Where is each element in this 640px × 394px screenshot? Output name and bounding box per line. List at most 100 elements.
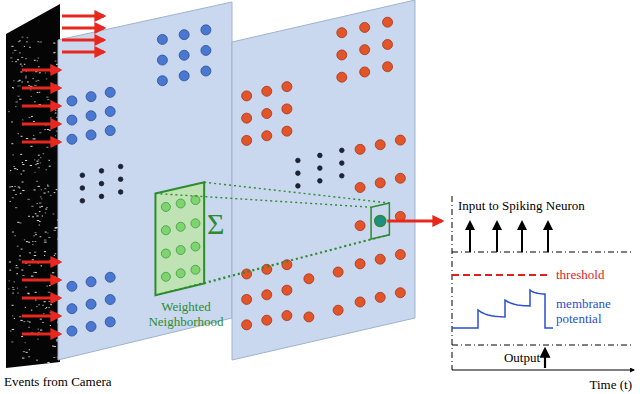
neuron-output-arrow bbox=[387, 220, 442, 223]
event-pixel bbox=[37, 220, 39, 221]
input-pixel bbox=[86, 130, 96, 140]
input-pixel bbox=[67, 134, 77, 144]
neuron bbox=[355, 259, 365, 269]
event-pixel bbox=[52, 272, 54, 273]
event-pixel bbox=[52, 346, 54, 347]
neuron bbox=[395, 288, 405, 298]
event-pixel bbox=[46, 147, 48, 148]
inactive-neuron bbox=[318, 166, 323, 171]
event-pixel bbox=[31, 310, 32, 311]
event-pixel bbox=[25, 307, 26, 308]
event-pixel bbox=[19, 80, 21, 81]
neuron bbox=[282, 285, 292, 295]
inactive-pixel-group bbox=[80, 164, 123, 203]
event-pixel bbox=[17, 267, 18, 268]
event-pixel bbox=[11, 341, 13, 342]
neuron bbox=[242, 294, 252, 304]
event-arrow bbox=[22, 333, 60, 336]
event-pixel bbox=[19, 85, 20, 86]
event-pixel bbox=[10, 57, 12, 58]
event-pixel bbox=[26, 42, 27, 43]
event-pixel bbox=[11, 121, 13, 122]
event-pixel bbox=[32, 216, 34, 217]
neighborhood-pixel bbox=[191, 265, 200, 274]
input-pixel-group bbox=[67, 87, 115, 144]
neuron bbox=[242, 113, 252, 123]
event-pixel bbox=[36, 215, 38, 216]
input-pixel bbox=[105, 317, 115, 327]
event-pixel bbox=[9, 261, 11, 262]
inactive-neuron bbox=[340, 148, 345, 153]
event-pixel bbox=[37, 161, 39, 162]
input-pixel bbox=[157, 55, 167, 65]
event-pixel bbox=[12, 305, 14, 306]
event-pixel bbox=[55, 85, 57, 86]
event-pixel bbox=[37, 60, 38, 61]
event-pixel bbox=[22, 269, 24, 270]
event-pixel bbox=[15, 61, 17, 62]
event-pixel bbox=[40, 157, 41, 158]
event-pixel bbox=[31, 96, 32, 97]
event-pixel bbox=[47, 233, 48, 234]
neuron bbox=[375, 254, 385, 264]
event-pixel bbox=[22, 190, 24, 191]
input-pixel bbox=[157, 34, 167, 44]
weighted-neighborhood bbox=[155, 182, 204, 295]
event-pixel bbox=[16, 273, 18, 274]
neuron-layer-plane bbox=[232, 0, 415, 360]
event-pixel bbox=[14, 50, 16, 51]
input-pixel bbox=[105, 272, 115, 282]
neighborhood-pixel bbox=[191, 196, 200, 205]
event-pixel bbox=[13, 80, 14, 81]
event-pixel bbox=[30, 253, 31, 254]
event-pixel bbox=[9, 270, 11, 271]
inactive-neuron bbox=[340, 161, 345, 166]
event-pixel bbox=[18, 41, 20, 42]
event-pixel bbox=[23, 351, 25, 352]
event-pixel bbox=[39, 203, 41, 204]
event-pixel bbox=[55, 313, 57, 314]
sum-symbol: Σ bbox=[207, 208, 224, 240]
event-pixel bbox=[23, 170, 25, 171]
event-pixel bbox=[28, 327, 29, 328]
event-pixel bbox=[21, 269, 22, 270]
event-pixel bbox=[19, 52, 20, 53]
event-pixel bbox=[26, 41, 27, 42]
axis-guide bbox=[452, 345, 634, 346]
event-pixel bbox=[54, 346, 56, 347]
event-pixel bbox=[44, 188, 46, 189]
event-pixel bbox=[18, 186, 20, 187]
event-pixel bbox=[21, 336, 23, 337]
neighborhood-pixel bbox=[176, 246, 185, 255]
event-pixel bbox=[44, 251, 46, 252]
inactive-pixel bbox=[99, 181, 104, 186]
threshold-line bbox=[452, 274, 550, 276]
event-pixel bbox=[25, 76, 27, 77]
event-pixel bbox=[51, 66, 52, 67]
event-pixel bbox=[48, 191, 49, 192]
event-pixel bbox=[45, 232, 47, 233]
event-pixel bbox=[8, 288, 9, 289]
neuron bbox=[282, 104, 292, 114]
event-pixel bbox=[19, 259, 21, 260]
event-pixel bbox=[55, 67, 56, 68]
neuron bbox=[337, 28, 347, 38]
event-pixel bbox=[11, 143, 13, 144]
input-pixel bbox=[179, 30, 189, 40]
event-pixel bbox=[43, 313, 44, 314]
neighborhood-pixel bbox=[176, 222, 185, 231]
spiking-neuron bbox=[375, 216, 386, 227]
event-pixel bbox=[39, 72, 41, 73]
event-pixel bbox=[31, 276, 33, 277]
event-pixel bbox=[28, 242, 30, 243]
event-pixel bbox=[32, 138, 34, 139]
event-pixel bbox=[48, 160, 49, 161]
spike-plot bbox=[452, 196, 634, 370]
input-spike bbox=[469, 222, 471, 252]
event-pixel bbox=[25, 77, 27, 78]
inactive-pixel bbox=[80, 186, 85, 191]
event-pixel bbox=[17, 169, 18, 170]
event-pixel bbox=[12, 61, 13, 62]
event-arrow bbox=[22, 279, 60, 282]
